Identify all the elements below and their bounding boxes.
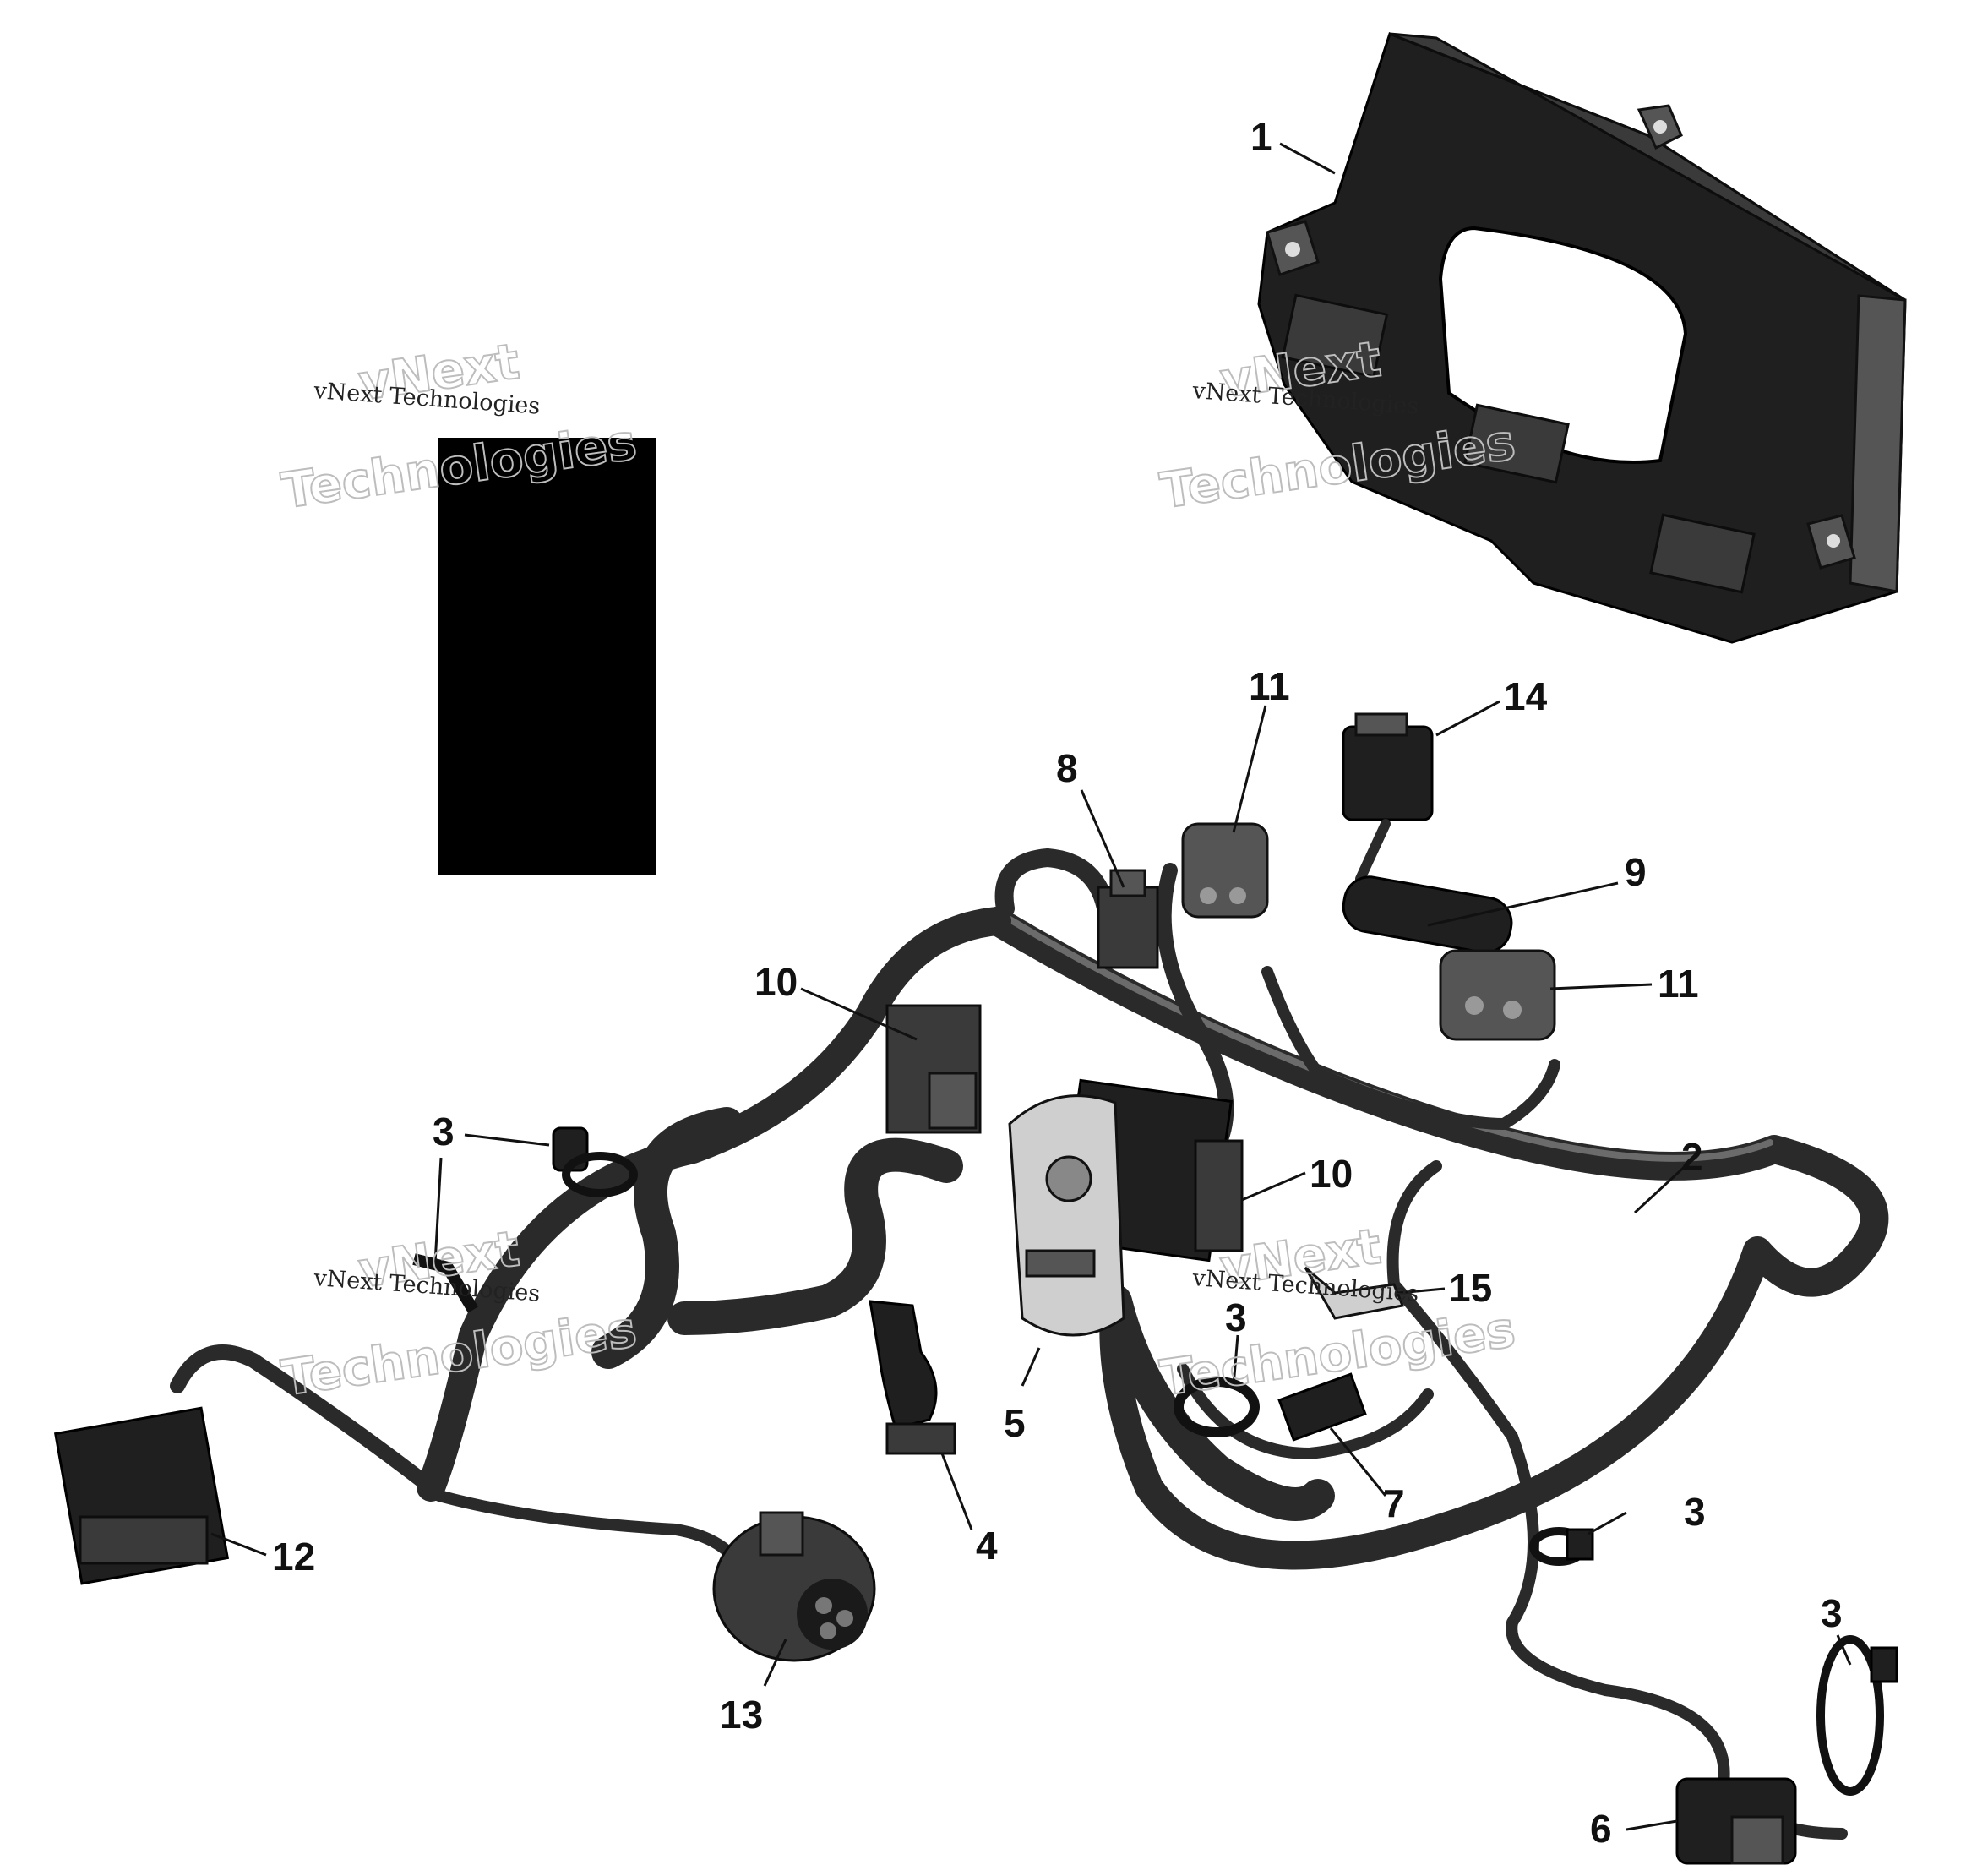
- callout-3: 3: [1225, 1295, 1247, 1339]
- leader-lines: [210, 142, 1852, 1831]
- callout-8: 8: [1056, 746, 1078, 790]
- callout-12: 12: [272, 1535, 315, 1579]
- callout-5: 5: [1004, 1401, 1026, 1445]
- watermark-lower-left: vNext Technologies vNext Technologies: [277, 1219, 640, 1408]
- cable-tie-3-far-right: [1816, 1635, 1898, 1796]
- connector-8: [1097, 869, 1159, 969]
- connector-10-right: [1194, 1139, 1244, 1252]
- callout-6: 6: [1590, 1807, 1612, 1851]
- cable-tie-3-upper-left: [552, 1126, 638, 1197]
- sensor-15: [1304, 1266, 1405, 1320]
- connector-10-left: [885, 1004, 982, 1134]
- callout-13: 13: [720, 1693, 763, 1737]
- callout-labels: 1 2 3 3 3 3 4 5 6 7 8 9 10 10 11 11 12 1…: [272, 115, 1843, 1851]
- callout-2: 2: [1681, 1135, 1703, 1179]
- callout-15: 15: [1449, 1266, 1492, 1310]
- throttle-body-5: [1008, 1078, 1234, 1337]
- callout-10: 10: [754, 960, 798, 1004]
- callout-9: 9: [1625, 850, 1647, 894]
- callout-14: 14: [1504, 674, 1548, 718]
- connector-14: [1342, 712, 1434, 884]
- redaction-block: [438, 438, 656, 875]
- ecm-module: [1257, 32, 1907, 644]
- callout-3: 3: [433, 1110, 455, 1153]
- connector-11-upper: [1181, 822, 1269, 919]
- connector-11-right: [1439, 949, 1556, 1041]
- callout-10: 10: [1310, 1152, 1353, 1196]
- callout-11: 11: [1249, 664, 1290, 708]
- callout-11: 11: [1658, 962, 1699, 1006]
- cable-tie-3-lower-left: [412, 1253, 479, 1313]
- callout-1: 1: [1250, 115, 1272, 159]
- connector-12: [53, 1406, 230, 1585]
- sensor-7: [1277, 1372, 1367, 1442]
- callout-3: 3: [1684, 1490, 1706, 1534]
- callout-3: 3: [1821, 1591, 1843, 1635]
- cable-tie-3-right: [1529, 1527, 1594, 1566]
- connector-13: [712, 1511, 876, 1662]
- cable-tie-3-middle: [1174, 1377, 1260, 1437]
- main-harness: [170, 848, 1889, 1840]
- connector-9: [1342, 875, 1513, 954]
- callout-7: 7: [1383, 1481, 1405, 1525]
- clip-4: [869, 1300, 956, 1455]
- callout-4: 4: [976, 1524, 998, 1568]
- connector-6: [1675, 1777, 1797, 1865]
